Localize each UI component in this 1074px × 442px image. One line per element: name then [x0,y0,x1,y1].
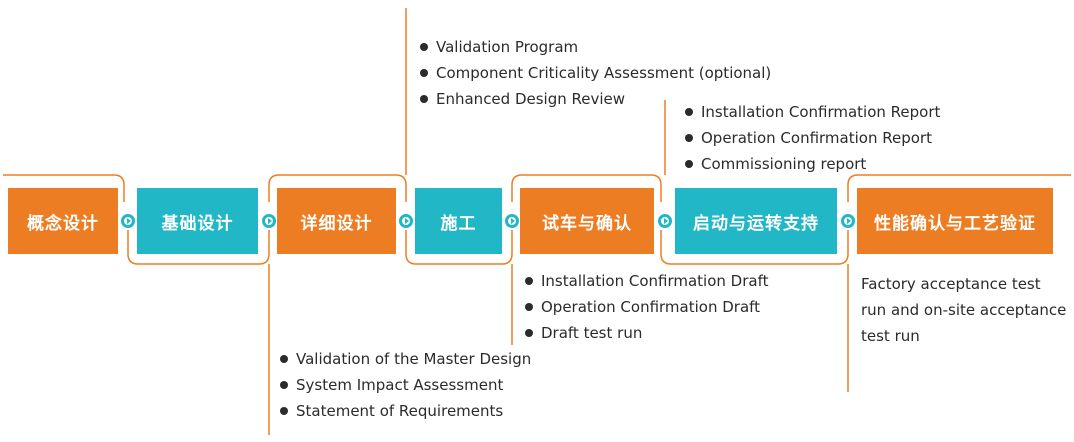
outline-stage-1 [3,174,125,202]
list-item: Installation Confirmation Report [685,99,940,125]
text-line: Factory acceptance test [861,275,1041,293]
stage-detailed-design: 详细设计 [277,188,396,254]
outline-stage-7 [847,174,1071,202]
list-item: Operation Confirmation Draft [525,294,768,320]
list-item: Component Criticality Assessment (option… [420,60,771,86]
stage-startup-support: 启动与运转支持 [675,188,837,254]
chevron-right-icon [121,214,135,228]
stage-construction: 施工 [415,188,502,254]
list-item: Enhanced Design Review [420,86,771,112]
chevron-right-icon [841,214,855,228]
list-item: Operation Confirmation Report [685,125,940,151]
performance-notes: Factory acceptance test run and on-site … [861,271,1066,349]
outline-stage-2 [127,230,270,265]
stage-commissioning: 试车与确认 [520,188,654,254]
stage-concept-design: 概念设计 [8,188,118,254]
startup-notes: Installation Confirmation Report Operati… [685,99,940,177]
stage-basic-design: 基础设计 [137,188,258,254]
list-item: Draft test run [525,320,768,346]
detailed-design-notes: Validation of the Master Design System I… [280,346,531,424]
list-item: Installation Confirmation Draft [525,268,768,294]
list-item: Statement of Requirements [280,398,531,424]
list-item: Commissioning report [685,151,940,177]
chevron-right-icon [399,214,413,228]
chevron-right-icon [658,214,672,228]
text-line: test run [861,327,920,345]
outline-stage-3 [268,174,407,202]
construction-notes: Validation Program Component Criticality… [420,34,771,112]
outline-stage-5 [511,174,662,202]
outline-stage-6 [660,230,849,265]
stage-performance-validation: 性能确认与工艺验证 [857,188,1053,254]
list-item: Validation Program [420,34,771,60]
outline-stage-4 [405,230,513,265]
list-item: Validation of the Master Design [280,346,531,372]
list-item: System Impact Assessment [280,372,531,398]
chevron-right-icon [505,214,519,228]
text-line: run and on-site acceptance [861,301,1067,319]
chevron-right-icon [262,214,276,228]
commissioning-notes: Installation Confirmation Draft Operatio… [525,268,768,346]
